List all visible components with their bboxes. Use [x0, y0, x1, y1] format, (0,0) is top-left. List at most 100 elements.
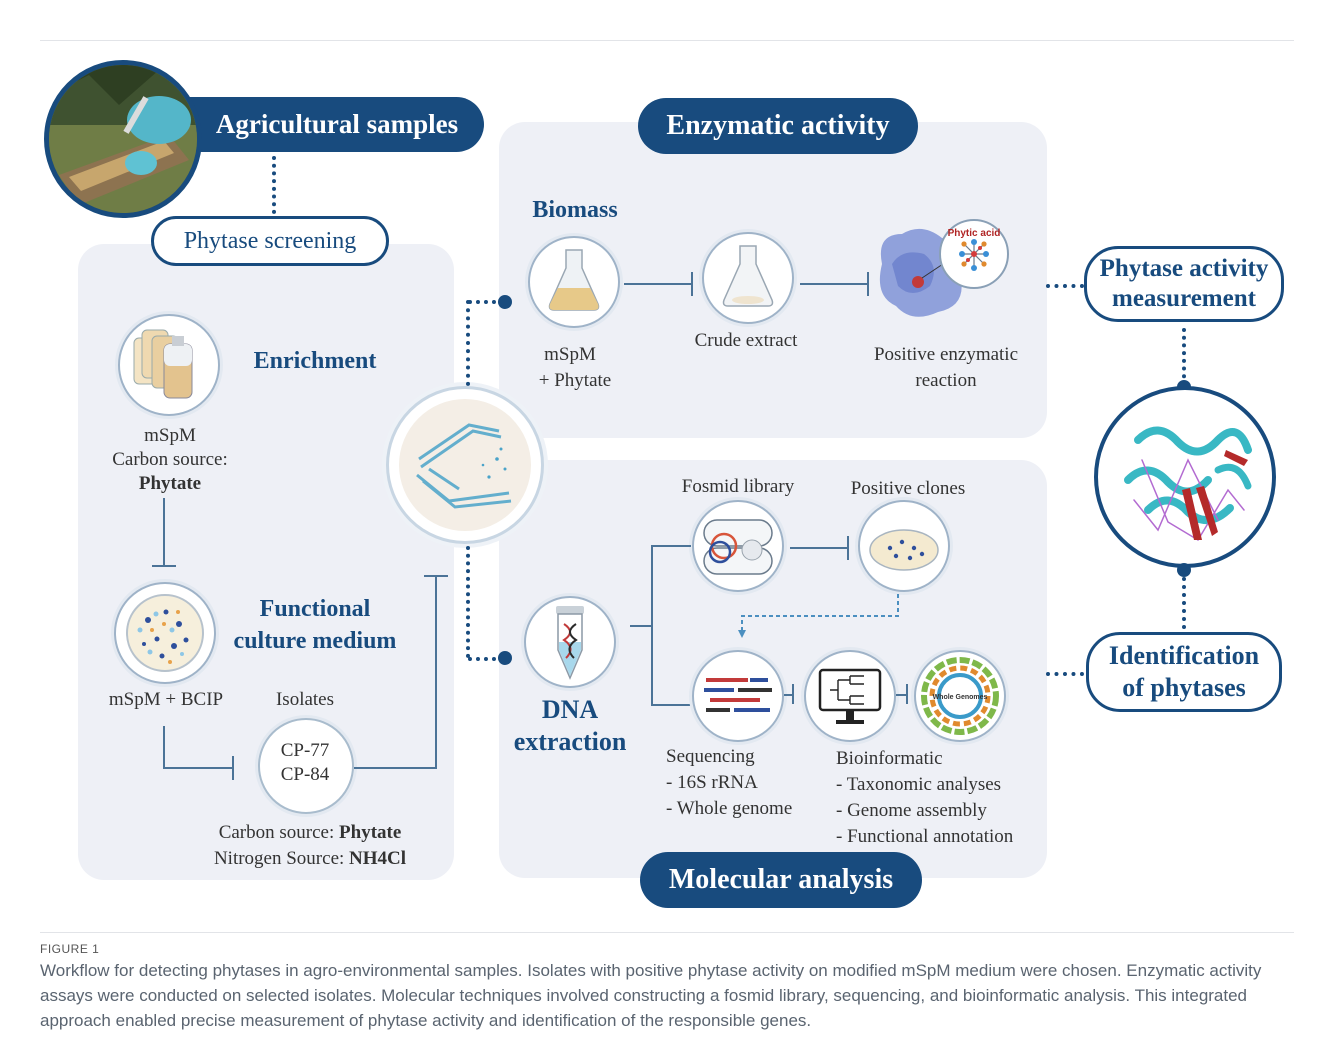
- bioinformatic-item-annotation: - Functional annotation: [836, 826, 1014, 847]
- phytase-activity-measurement-pill: Phytase activity measurement: [1084, 246, 1284, 322]
- sequencing-item-16s: - 16S rRNA: [666, 772, 758, 793]
- whole-genomes-icon: Whole Genomes: [914, 650, 1006, 742]
- biomass-medium-line2: + Phytate: [538, 370, 612, 391]
- bcip-plate-icon: [114, 582, 216, 684]
- sequencing-icon: [692, 650, 784, 742]
- bioinformatic-item-taxonomic: - Taxonomic analyses: [836, 774, 1002, 795]
- connector-crude-reaction-bar: [867, 272, 869, 296]
- figure-caption: Workflow for detecting phytases in agro-…: [40, 961, 1262, 1030]
- sequencing-item-genome: - Whole genome: [666, 798, 793, 819]
- phytic-acid-label: Phytic acid: [948, 228, 1001, 239]
- connector-seq-bioinf-bar: [792, 684, 794, 704]
- crude-extract-flask-icon: [702, 232, 794, 324]
- functional-title-line1: Functional: [259, 596, 371, 622]
- whole-genomes-label: Whole Genomes: [933, 694, 988, 701]
- figure-label: FIGURE 1: [40, 942, 100, 956]
- connector-dna-branch-bottom: [651, 704, 691, 706]
- enrichment-carbon-value: Phytate: [138, 473, 202, 494]
- agricultural-samples-pill: Agricultural samples: [150, 97, 484, 152]
- frame-top-line: [40, 40, 1294, 41]
- connector-bioinf-genome: [896, 694, 906, 696]
- connector-biomass-crude-bar: [691, 272, 693, 296]
- connector-biomass-crude: [624, 283, 692, 285]
- connector-dot-dna: [498, 651, 512, 665]
- central-petri-dish: [386, 386, 544, 544]
- nitrogen-source-value: NH4Cl: [349, 848, 407, 869]
- nitrogen-source-line: Nitrogen Source: NH4Cl: [180, 846, 440, 872]
- identification-of-phytases-label: Identification of phytases: [1108, 641, 1260, 702]
- connector-enrichment-functional-bar: [152, 565, 176, 567]
- isolate-cp84: CP-84: [280, 764, 330, 785]
- connector-plate-to-biomass: [468, 300, 504, 304]
- connector-functional-isolates-bar: [232, 756, 234, 780]
- carbon-source-label: Carbon source:: [218, 822, 335, 843]
- connector-protein-identification: [1182, 577, 1186, 629]
- caption-divider: [40, 932, 1294, 933]
- bioinformatic-label: Bioinformatic: [836, 748, 943, 769]
- soil-sample-photo: [44, 60, 202, 218]
- biomass-medium-line1: mSpM: [544, 344, 596, 365]
- isolates-circle: [258, 718, 354, 814]
- connector-clones-sequencing: [738, 592, 902, 638]
- dna-extraction-title-line2: extraction: [513, 727, 627, 756]
- dna-tube-icon: [524, 596, 616, 688]
- connector-bioinf-genome-bar: [906, 684, 908, 704]
- enrichment-carbon-label: Carbon source:: [112, 449, 228, 470]
- enzymatic-activity-pill: Enzymatic activity: [638, 98, 918, 154]
- connector-isolates-plate-h: [354, 767, 436, 769]
- connector-functional-isolates-v: [163, 726, 165, 768]
- connector-dot-biomass: [498, 295, 512, 309]
- connector-agri-to-screening: [272, 156, 276, 214]
- enrichment-title: Enrichment: [253, 348, 377, 374]
- connector-seq-bioinf: [784, 694, 792, 696]
- connector-enrichment-functional: [163, 498, 165, 566]
- connector-functional-isolates-h: [163, 767, 233, 769]
- isolates-title: Isolates: [275, 689, 335, 710]
- fosmid-library-icon: [692, 500, 784, 592]
- dna-extraction-title-line1: DNA: [541, 695, 599, 724]
- identification-of-phytases-pill: Identification of phytases: [1086, 632, 1282, 712]
- agricultural-samples-label: Agricultural samples: [215, 109, 459, 139]
- positive-reaction-line2: reaction: [915, 370, 977, 391]
- connector-enzymatic-measurement: [1046, 284, 1084, 288]
- connector-isolates-plate-bar: [424, 575, 448, 577]
- positive-reaction-line1: Positive enzymatic: [873, 344, 1019, 365]
- fosmid-library-label: Fosmid library: [681, 476, 795, 497]
- functional-title-line2: culture medium: [233, 628, 397, 654]
- enzyme-reaction-illustration: Phytic acid: [872, 214, 1012, 334]
- connector-plate-down: [466, 546, 470, 658]
- connector-measurement-protein: [1182, 328, 1186, 386]
- positive-clones-label: Positive clones: [850, 478, 966, 499]
- phytase-protein-structure: [1094, 386, 1276, 568]
- connector-molecular-identification: [1046, 672, 1084, 676]
- bioinformatic-monitor-icon: [804, 650, 896, 742]
- phytase-activity-measurement-label: Phytase activity measurement: [1099, 255, 1269, 312]
- bcip-medium-label: mSpM + BCIP: [108, 689, 224, 710]
- enrichment-bottles-icon: [118, 314, 220, 416]
- connector-dna-branch-v: [651, 545, 653, 705]
- nitrogen-source-label: Nitrogen Source:: [213, 848, 345, 869]
- molecular-analysis-pill: Molecular analysis: [640, 852, 922, 908]
- phytase-screening-pill: Phytase screening: [151, 216, 389, 266]
- connector-dna-branch-top: [651, 545, 691, 547]
- molecular-analysis-label: Molecular analysis: [668, 864, 894, 895]
- phytase-screening-label: Phytase screening: [183, 227, 357, 254]
- connector-isolates-plate-v: [435, 575, 437, 769]
- connector-fosmid-clones-bar: [847, 536, 849, 560]
- connector-crude-reaction: [800, 283, 868, 285]
- carbon-source-line: Carbon source: Phytate: [180, 820, 440, 846]
- connector-plate-up: [466, 300, 470, 386]
- isolate-cp77: CP-77: [280, 740, 330, 761]
- connector-plate-to-dna: [468, 657, 504, 661]
- biomass-title: Biomass: [532, 197, 618, 223]
- sequencing-label: Sequencing: [666, 746, 755, 767]
- enrichment-medium: mSpM: [144, 425, 196, 446]
- connector-fosmid-clones: [790, 547, 848, 549]
- connector-dot-protein-bottom: [1177, 563, 1191, 577]
- enzymatic-activity-label: Enzymatic activity: [666, 110, 890, 141]
- positive-clones-plate-icon: [858, 500, 950, 592]
- carbon-source-value: Phytate: [339, 822, 402, 843]
- crude-extract-label: Crude extract: [694, 330, 798, 351]
- connector-dna-branch: [630, 625, 652, 627]
- biomass-flask-icon: [528, 236, 620, 328]
